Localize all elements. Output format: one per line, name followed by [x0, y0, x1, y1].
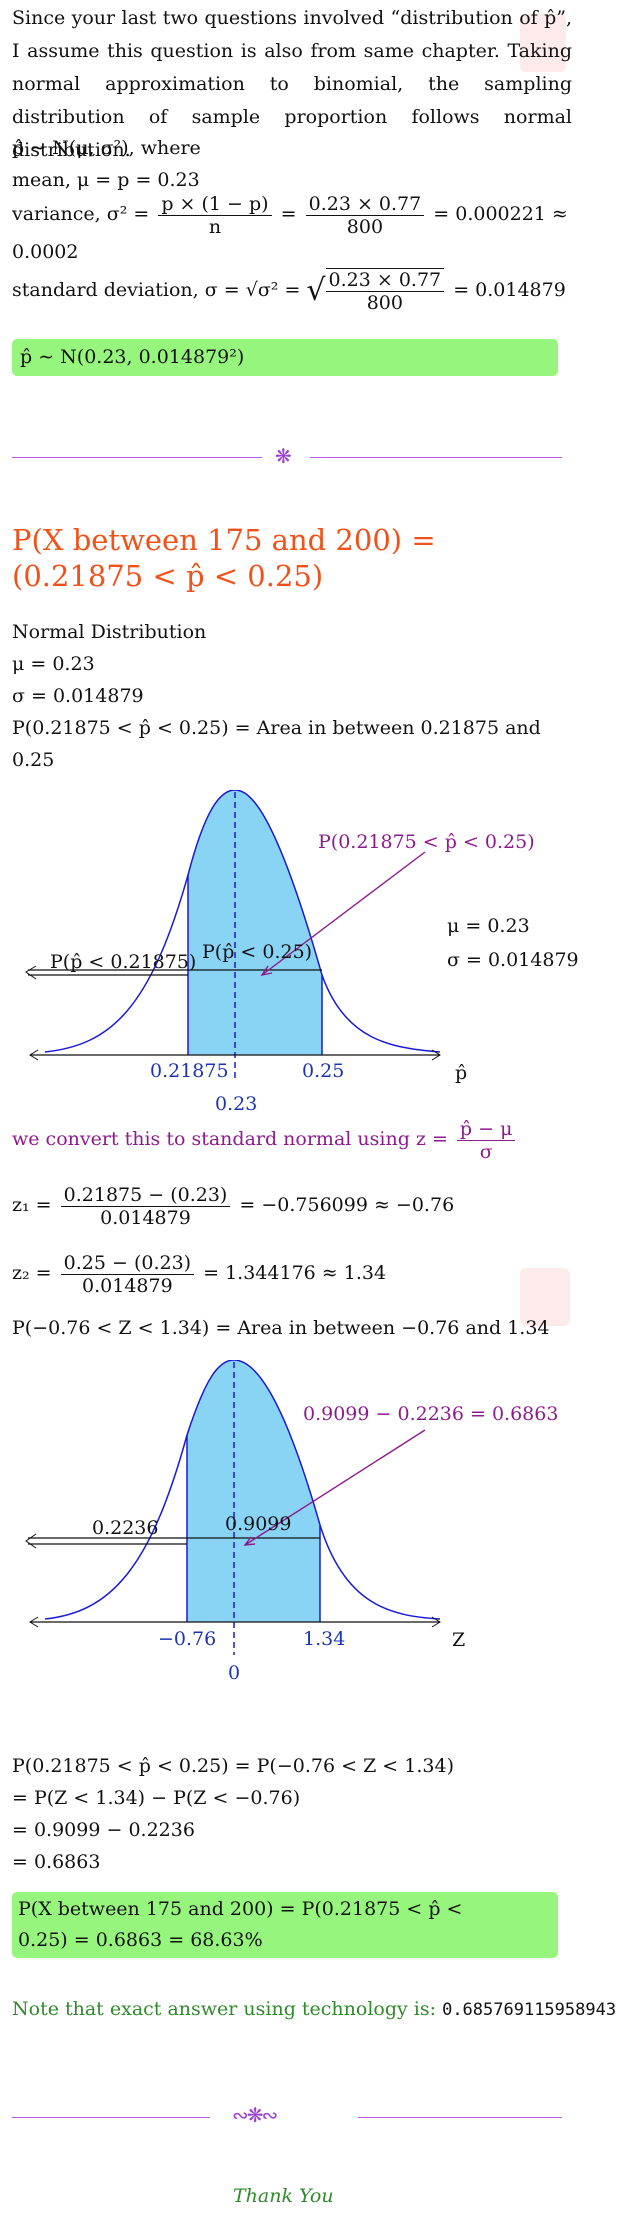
variance-approx: 0.0002 [12, 241, 79, 263]
graph1-sigma-label: σ = 0.014879 [447, 949, 579, 971]
note-text: Note that exact answer using technology … [12, 1998, 437, 2020]
normal-curve-graph-1 [25, 790, 441, 1080]
variance-line: variance, σ² = p × (1 − p)n = 0.23 × 0.7… [12, 192, 568, 238]
graph2-tick-center: 0 [228, 1662, 241, 1684]
separator-line-left [12, 2117, 210, 2118]
intro-paragraph: Since your last two questions involved “… [12, 7, 572, 161]
result-box-1: p̂ ∼ N(0.23, 0.014879²) [12, 339, 558, 376]
section-title: P(X between 175 and 200) = (0.21875 < p̂… [12, 523, 436, 593]
separator-line-right [358, 2117, 562, 2118]
graph2-axis-label: Z [452, 1629, 466, 1651]
note-line: Note that exact answer using technology … [12, 1993, 616, 2026]
separator-line-right [310, 457, 562, 458]
area-line-2: 0.25 [12, 749, 55, 771]
graph1-arrow-label: P(0.21875 < p̂ < 0.25) [318, 831, 535, 853]
variance-fraction-1: p × (1 − p)n [158, 193, 272, 238]
separator-line-left [12, 457, 262, 458]
pointer-arrow [244, 1429, 426, 1546]
graph2-tick-left: −0.76 [158, 1628, 217, 1650]
shaded-area [188, 790, 322, 1055]
double-arrow-head [25, 1533, 37, 1549]
normal-curve [44, 790, 441, 1053]
convert-line: we convert this to standard normal using… [12, 1114, 518, 1164]
fraction-denominator: σ [479, 1140, 493, 1163]
z2-result: = 1.344176 ≈ 1.34 [203, 1262, 387, 1284]
area-line-1: P(0.21875 < p̂ < 0.25) = Area in between… [12, 717, 541, 739]
fraction-denominator: n [208, 215, 222, 238]
graph2-tick-right: 1.34 [303, 1628, 346, 1650]
variance-result: = 0.000221 ≈ [433, 203, 568, 225]
pointer-arrowhead [260, 965, 273, 977]
sd-line: standard deviation, σ = √σ² = √0.23 × 0.… [12, 268, 566, 314]
watermark-stamp [520, 1268, 570, 1326]
graph2-arrow-label: 0.9099 − 0.2236 = 0.6863 [303, 1403, 559, 1425]
graph1-tick-right: 0.25 [302, 1060, 345, 1082]
z2-prefix: z₂ = [12, 1262, 52, 1284]
sigma-line: σ = 0.014879 [12, 685, 144, 707]
fraction-numerator: 0.25 − (0.23) [60, 1252, 195, 1275]
z1-line: z₁ = 0.21875 − (0.23)0.014879 = −0.75609… [12, 1180, 454, 1230]
calc-line-4: = 0.6863 [12, 1851, 101, 1873]
distribution-line: p̂ ∼ N(μ, σ²), where [12, 137, 201, 159]
normal-curve-graph-2 [25, 1360, 441, 1655]
axis-arrow-right [431, 1049, 441, 1061]
fraction-denominator: 800 [346, 215, 384, 238]
fraction-numerator: 0.23 × 0.77 [305, 193, 425, 216]
sd-result: = 0.014879 [453, 279, 566, 301]
fraction-numerator: p̂ − μ [456, 1118, 516, 1141]
fraction-numerator: 0.23 × 0.77 [325, 269, 445, 292]
axis-arrow-right [431, 1616, 441, 1628]
graph2-mid-label: 0.9099 [225, 1513, 292, 1535]
ornament-icon: ❋ [275, 444, 292, 468]
pointer-arrowhead [243, 1536, 256, 1546]
watermark-stamp [520, 14, 566, 72]
result-box-2-line-2: 0.25) = 0.6863 = 68.63% [18, 1929, 263, 1951]
axis-arrow-left [29, 1049, 39, 1061]
z1-fraction: 0.21875 − (0.23)0.014879 [60, 1184, 231, 1229]
z1-prefix: z₁ = [12, 1194, 52, 1216]
variance-prefix: variance, σ² = [12, 203, 150, 225]
shaded-area [187, 1360, 320, 1622]
pointer-arrow [261, 851, 426, 976]
fraction-denominator: 0.014879 [82, 1274, 173, 1297]
result-box-1-text: p̂ ∼ N(0.23, 0.014879²) [20, 346, 245, 368]
note-value: 0.685769115958943 [442, 2000, 617, 2020]
fraction-numerator: 0.21875 − (0.23) [60, 1184, 231, 1207]
result-box-2-line-1: P(X between 175 and 200) = P(0.21875 < p… [18, 1898, 463, 1920]
normal-distribution-label: Normal Distribution [12, 621, 207, 643]
mean-line: mean, μ = p = 0.23 [12, 169, 200, 191]
ornament-icon: ∾❋∾ [232, 2103, 278, 2127]
double-arrow-head [25, 965, 37, 980]
fraction-numerator: p × (1 − p) [158, 193, 272, 216]
sd-prefix: standard deviation, σ = √σ² = [12, 279, 301, 301]
mu-line: μ = 0.23 [12, 653, 95, 675]
calc-line-1: P(0.21875 < p̂ < 0.25) = P(−0.76 < Z < 1… [12, 1755, 454, 1777]
calc-line-2: = P(Z < 1.34) − P(Z < −0.76) [12, 1787, 301, 1809]
graph1-mu-label: μ = 0.23 [447, 915, 530, 937]
graph1-tick-left: 0.21875 [150, 1060, 229, 1082]
z2-line: z₂ = 0.25 − (0.23)0.014879 = 1.344176 ≈ … [12, 1248, 386, 1298]
z2-fraction: 0.25 − (0.23)0.014879 [60, 1252, 195, 1297]
axis-arrow-left [29, 1616, 39, 1628]
z-area-line: P(−0.76 < Z < 1.34) = Area in between −0… [12, 1317, 550, 1339]
normal-curve [44, 1360, 441, 1620]
result-box-2: P(X between 175 and 200) = P(0.21875 < p… [12, 1892, 558, 1958]
convert-text: we convert this to standard normal using… [12, 1128, 448, 1150]
equals-sign: = [280, 203, 297, 225]
fraction-denominator: 800 [366, 292, 403, 314]
fraction-denominator: 0.014879 [100, 1206, 191, 1229]
graph1-tick-center: 0.23 [215, 1093, 258, 1115]
z1-result: = −0.756099 ≈ −0.76 [239, 1194, 455, 1216]
graph1-mid-label: P(p̂ < 0.25) [202, 941, 313, 963]
graph1-left-label: P(p̂ < 0.21875) [50, 951, 197, 973]
graph1-axis-label: p̂ [455, 1062, 468, 1084]
calc-line-3: = 0.9099 − 0.2236 [12, 1819, 195, 1841]
graph2-left-label: 0.2236 [92, 1517, 159, 1539]
thank-you: Thank You [233, 2185, 334, 2207]
